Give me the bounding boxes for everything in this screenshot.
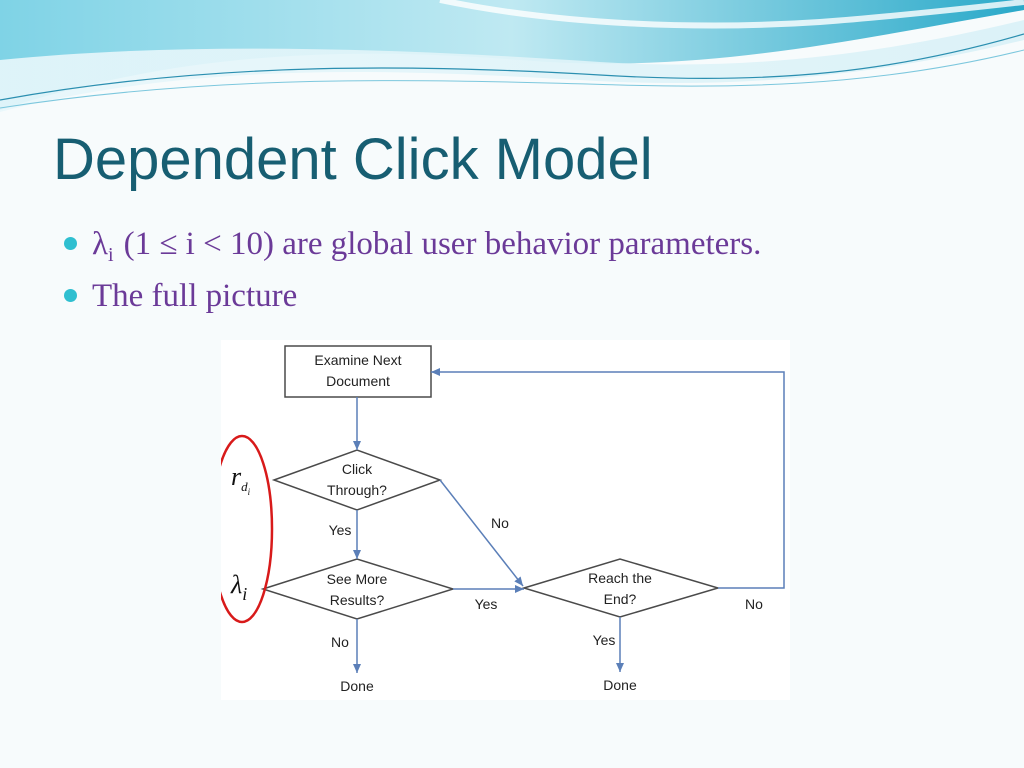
lambda-param-subscript: i bbox=[242, 584, 248, 604]
arrow-reach-end-no-loop bbox=[431, 368, 785, 589]
examine-next-document-box bbox=[284, 345, 432, 398]
edge-label-click-no: No bbox=[491, 515, 509, 531]
lambda-param-symbol: λ bbox=[231, 570, 243, 599]
bullet-dot-icon bbox=[64, 237, 77, 250]
slide-title: Dependent Click Model bbox=[53, 127, 653, 192]
lambda-subscript: i bbox=[108, 244, 114, 266]
done-label-left: Done bbox=[340, 678, 374, 694]
lambda-parameter: λi bbox=[231, 570, 247, 604]
bullet-item-full-picture: The full picture bbox=[62, 274, 761, 326]
edge-label-see-more-no: No bbox=[331, 634, 349, 650]
diagram-background bbox=[221, 340, 790, 700]
relevance-symbol: r bbox=[231, 462, 242, 491]
bullet-text: (1 ≤ i < 10) are global user behavior pa… bbox=[123, 226, 762, 262]
reach-the-end-label: Reach the End? bbox=[588, 570, 652, 607]
bullet-list: λi (1 ≤ i < 10) are global user behavior … bbox=[62, 222, 761, 326]
edge-label-see-more-yes: Yes bbox=[474, 596, 498, 612]
flowchart-shapes bbox=[221, 340, 790, 700]
header-wave-decoration bbox=[0, 0, 1024, 112]
bullet-dot-icon bbox=[64, 289, 77, 302]
done-label-right: Done bbox=[603, 677, 637, 693]
lambda-symbol: λ bbox=[92, 226, 109, 262]
click-through-label: Click Through? bbox=[327, 461, 387, 498]
arrow-click-no bbox=[439, 479, 524, 587]
parameter-highlight-ellipse bbox=[221, 434, 274, 624]
edge-label-reach-end-yes: Yes bbox=[592, 632, 616, 648]
relevance-subsubscript: i bbox=[247, 487, 251, 497]
relevance-subscript: d bbox=[241, 479, 248, 494]
click-model-flowchart: Examine Next Document Click Through? See… bbox=[221, 340, 790, 700]
edge-label-click-yes: Yes bbox=[328, 522, 352, 538]
edge-label-reach-end-no: No bbox=[745, 596, 763, 612]
see-more-results-label: See More Results? bbox=[326, 571, 388, 608]
examine-next-document-label: Examine Next Document bbox=[314, 352, 402, 389]
bullet-item-lambda: λi (1 ≤ i < 10) are global user behavior … bbox=[62, 222, 761, 274]
relevance-parameter: rdi bbox=[231, 462, 250, 497]
bullet-text: The full picture bbox=[92, 278, 298, 314]
